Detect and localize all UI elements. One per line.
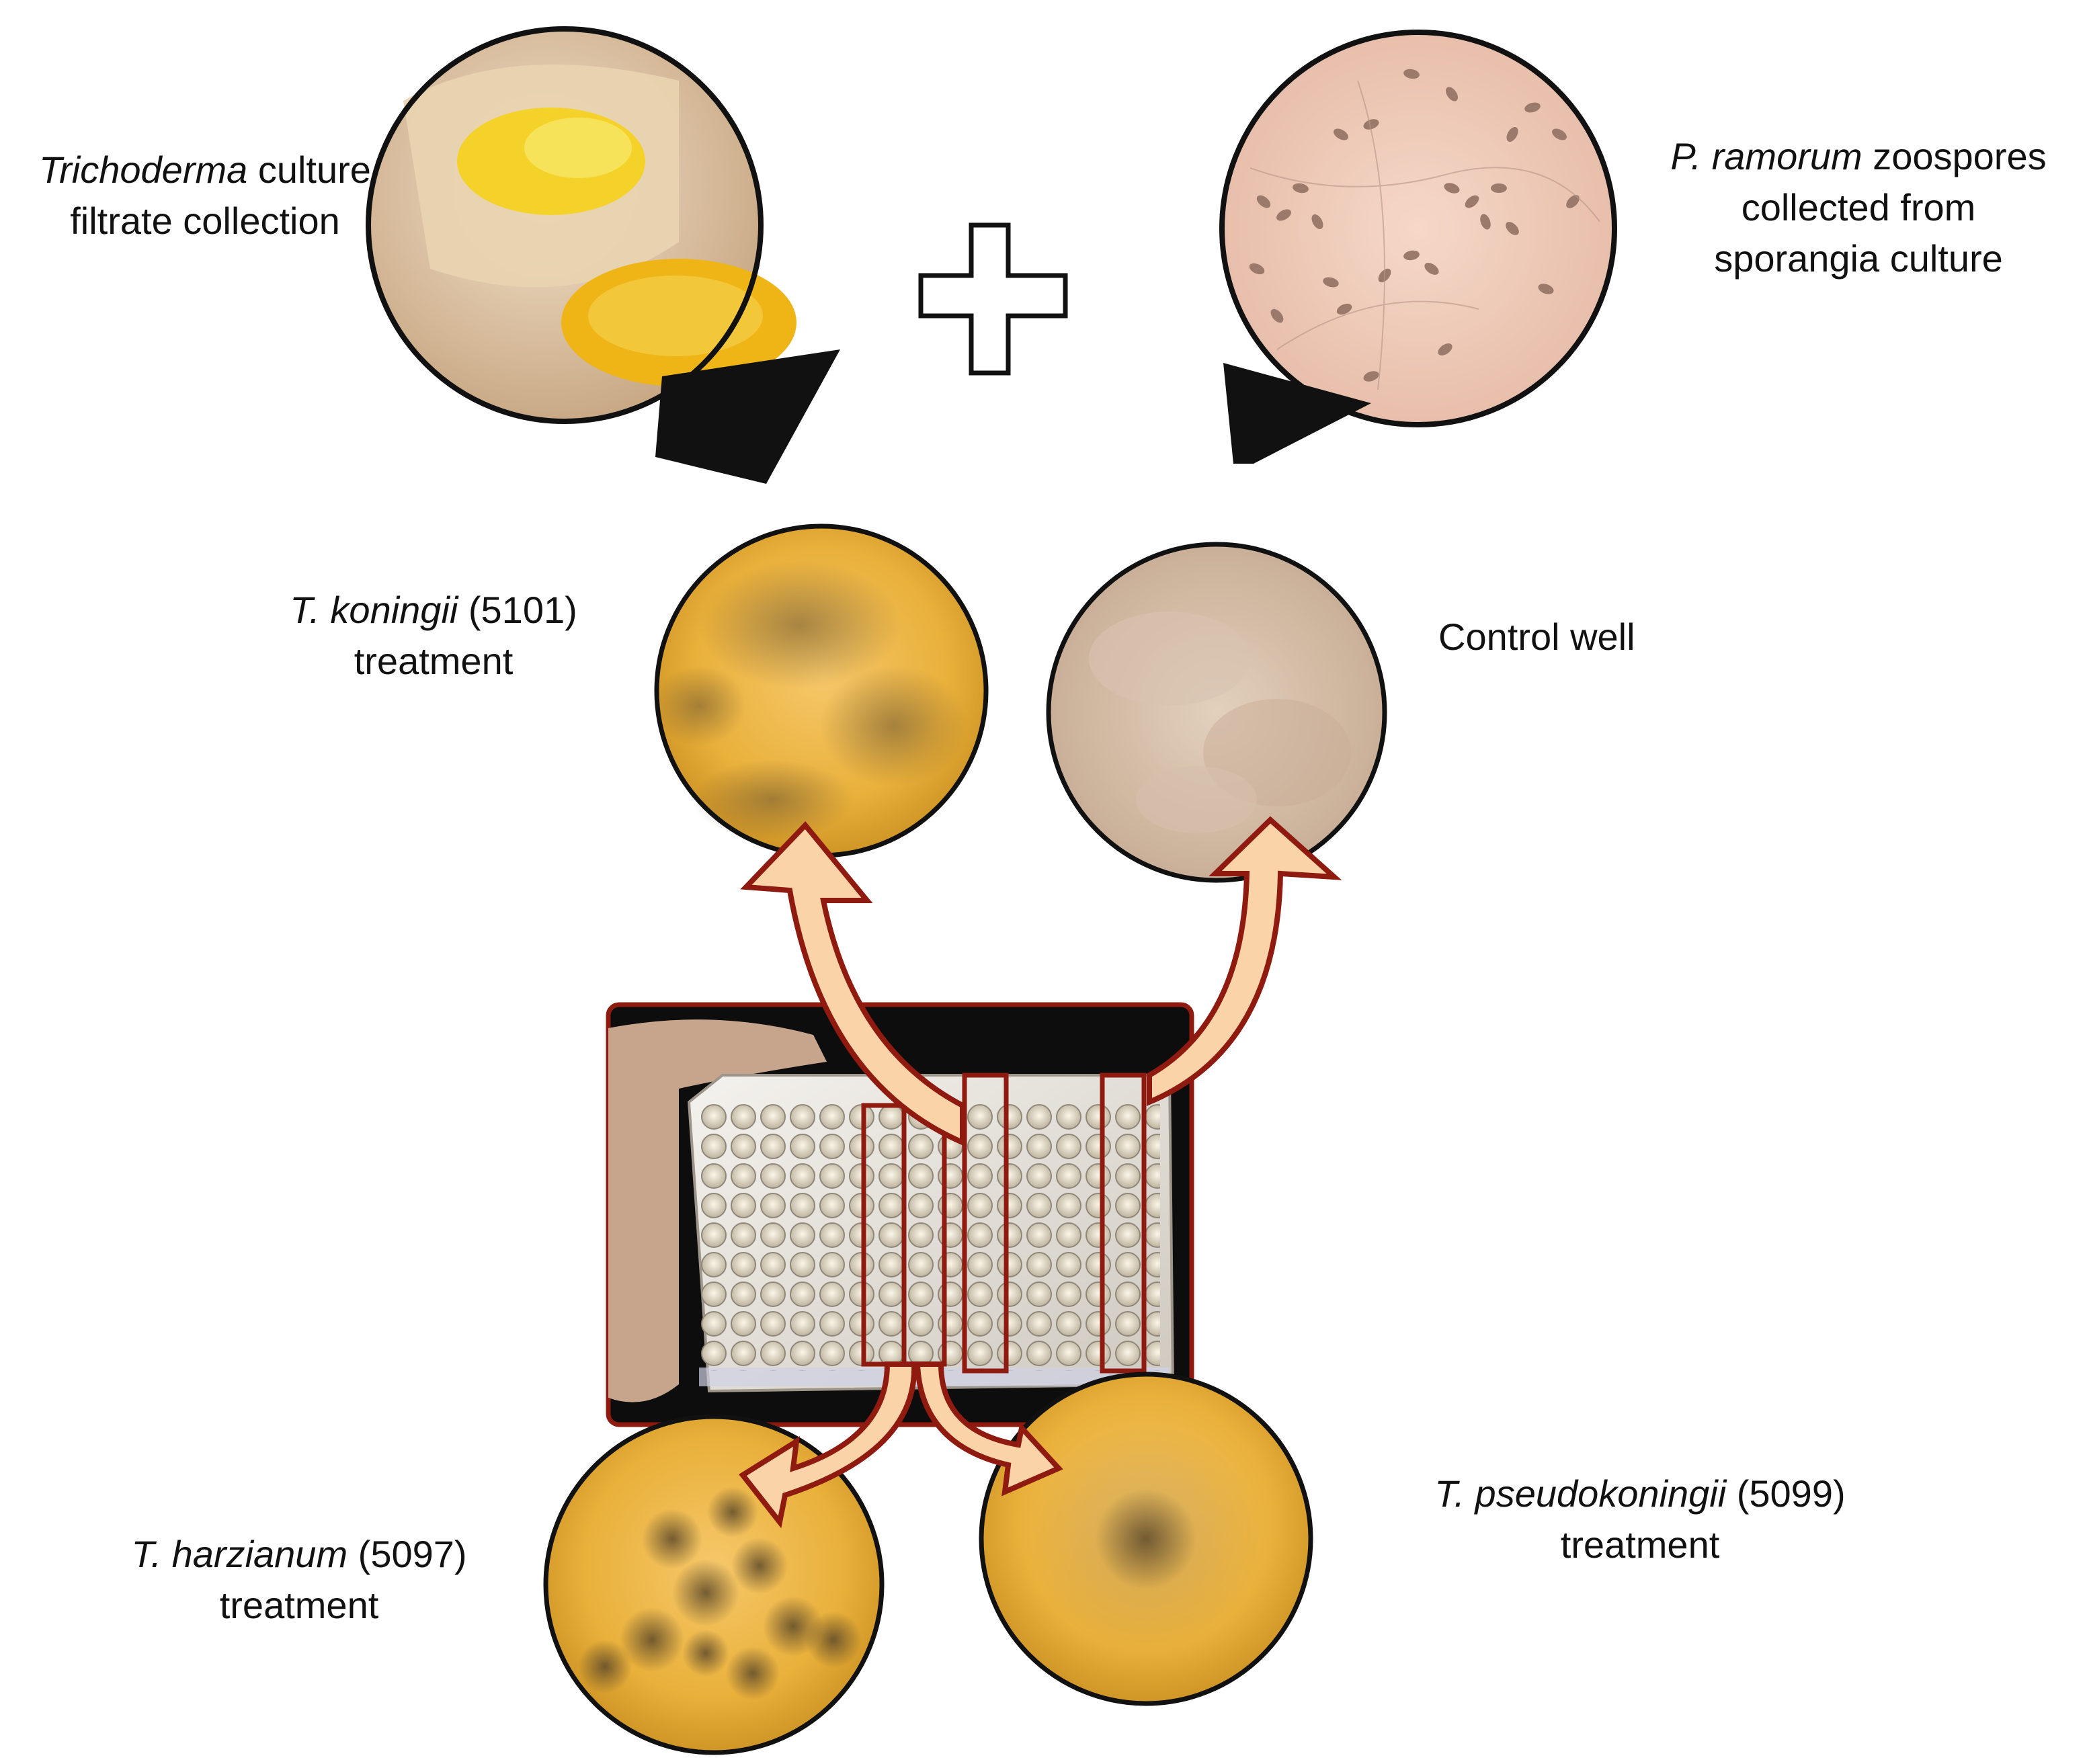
harzianum-label-line2: treatment bbox=[219, 1584, 379, 1626]
control-label: Control well bbox=[1438, 612, 1734, 663]
filtrate-label-line1: Trichoderma culture bbox=[39, 149, 371, 191]
filtrate-photo-circle bbox=[366, 26, 796, 424]
plus-icon bbox=[918, 222, 1068, 376]
pseudokoningii-well-circle bbox=[979, 1372, 1313, 1706]
down-arrow-icon bbox=[655, 349, 840, 484]
zoospores-label: P. ramorum zoospores collected from spor… bbox=[1633, 131, 2084, 284]
koningii-label-line1: T. koningii (5101) bbox=[290, 589, 577, 631]
zoospores-label-line3: sporangia culture bbox=[1714, 237, 2003, 280]
pseudokoningii-label-line1: T. pseudokoningii (5099) bbox=[1434, 1472, 1846, 1515]
zoospore-photo-circle bbox=[1219, 30, 1617, 427]
harzianum-well-circle bbox=[543, 1414, 885, 1755]
koningii-label-line2: treatment bbox=[354, 640, 514, 682]
harzianum-label: T. harzianum (5097) treatment bbox=[87, 1529, 511, 1631]
microplate-photo bbox=[606, 1002, 1194, 1427]
filtrate-label: Trichoderma culture filtrate collection bbox=[7, 144, 403, 247]
zoospores-label-line1: P. ramorum zoospores bbox=[1670, 135, 2047, 177]
pseudokoningii-label: T. pseudokoningii (5099) treatment bbox=[1378, 1468, 1902, 1570]
pseudokoningii-label-line2: treatment bbox=[1560, 1523, 1720, 1566]
down-arrow-icon bbox=[1223, 363, 1371, 464]
koningii-label: T. koningii (5101) treatment bbox=[235, 585, 632, 687]
control-label-line1: Control well bbox=[1438, 616, 1635, 658]
zoospores-label-line2: collected from bbox=[1741, 186, 1976, 228]
filtrate-label-line2: filtrate collection bbox=[70, 200, 340, 242]
harzianum-label-line1: T. harzianum (5097) bbox=[131, 1533, 467, 1575]
koningii-well-circle bbox=[652, 523, 989, 858]
curved-arrow-icon bbox=[739, 816, 1342, 1529]
control-well-circle bbox=[1046, 542, 1387, 883]
